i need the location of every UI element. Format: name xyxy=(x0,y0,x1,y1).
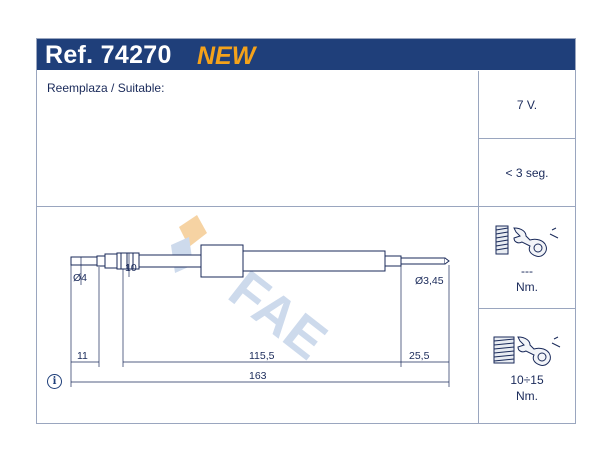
replaces-label: Reemplaza / Suitable: xyxy=(47,81,165,95)
end-length-label: 25,5 xyxy=(409,350,430,362)
fae-watermark: FAE xyxy=(171,215,338,371)
tip-length-label: 11 xyxy=(77,350,88,362)
header-bar: Ref. 74270 NEW xyxy=(37,39,575,72)
wrench-thread-icon xyxy=(495,225,559,257)
tip-diameter-label: Ø4 xyxy=(73,272,87,284)
heating-time-value: < 3 seg. xyxy=(505,165,549,180)
compatibility-panel xyxy=(37,71,479,207)
voltage-value: 7 V. xyxy=(516,97,538,112)
torque-body-value: 10÷15 xyxy=(510,373,544,387)
hex-size-label: 10 xyxy=(125,262,137,274)
dimension-lines xyxy=(70,253,450,387)
torque-tip-cell: --- Nm. xyxy=(479,207,575,309)
product-sheet: Ref. 74270 NEW Reemplaza / Suitable: 7 V… xyxy=(36,38,576,424)
wrench-body-icon xyxy=(493,336,561,366)
torque-tip-unit: Nm. xyxy=(516,279,538,294)
shaft-length-label: 115,5 xyxy=(249,350,275,362)
technical-drawing: FAE xyxy=(70,215,450,387)
glow-plug-drawing xyxy=(70,244,450,278)
reference-number: Ref. 74270 xyxy=(45,41,172,69)
heating-time-cell: < 3 seg. xyxy=(479,139,575,207)
total-length-label: 163 xyxy=(249,370,267,382)
drawing-panel xyxy=(37,207,479,423)
info-icon[interactable]: i xyxy=(47,374,62,389)
new-badge: NEW xyxy=(197,42,256,70)
torque-tip-value: --- xyxy=(521,263,533,278)
torque-body-unit: Nm. xyxy=(516,389,538,403)
voltage-cell: 7 V. xyxy=(479,71,575,139)
torque-body-cell: 10÷15 Nm. xyxy=(479,309,575,423)
body-diameter-label: Ø3,45 xyxy=(415,275,444,287)
